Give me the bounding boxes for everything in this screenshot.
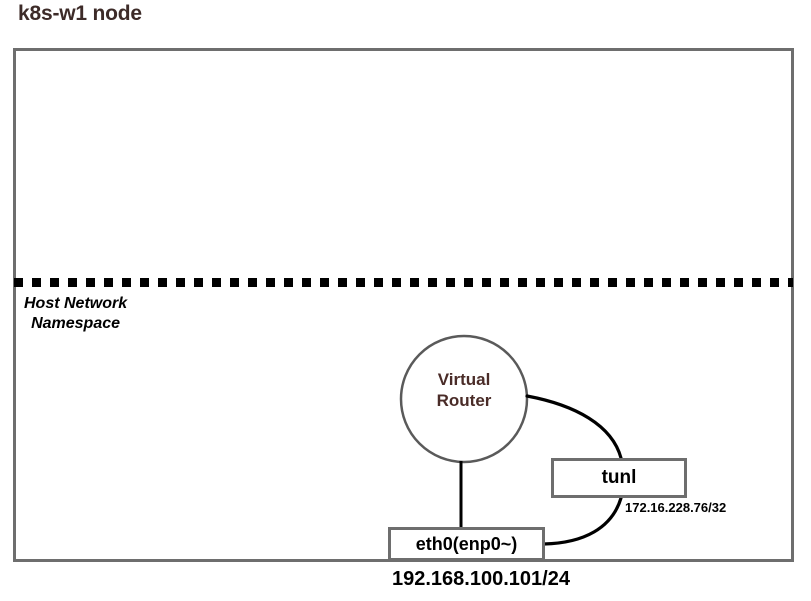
namespace-divider (14, 278, 793, 287)
interface-box-eth0: eth0(enp0~) (388, 527, 545, 561)
virtual-router-line2: Router (436, 391, 492, 410)
ip-address-tunl: 172.16.228.76/32 (625, 500, 727, 515)
namespace-label-line2: Namespace (31, 315, 121, 332)
virtual-router-line1: Virtual (437, 370, 491, 389)
interface-box-tunl: tunl (551, 458, 687, 498)
ip-address-eth0: 192.168.100.101/24 (392, 568, 570, 590)
virtual-router-label: Virtual Router (400, 369, 528, 411)
host-network-namespace-label: Host Network Namespace (24, 294, 127, 334)
namespace-label-line1: Host Network (24, 295, 128, 312)
page-title: k8s-w1 node (18, 2, 142, 25)
